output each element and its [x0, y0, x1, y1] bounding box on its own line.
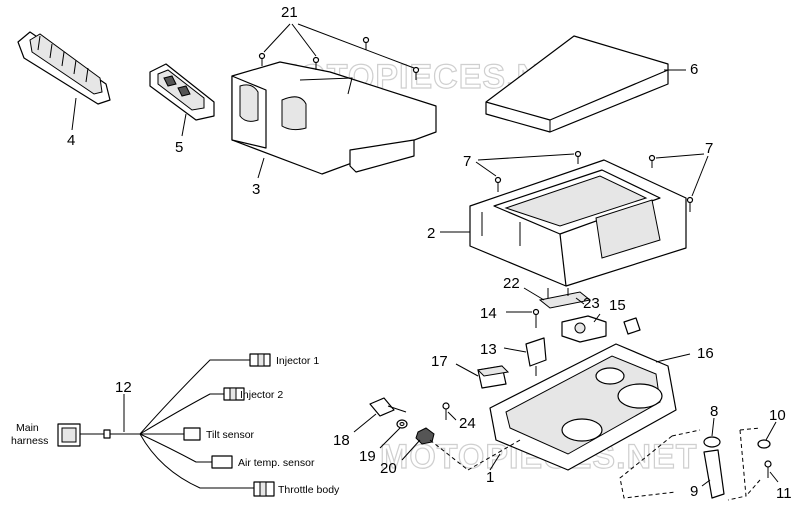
- duct-cap-part-5: [149, 63, 215, 121]
- sensor-part-13: [525, 337, 547, 376]
- part-number-19: 19: [359, 448, 376, 465]
- leader-8: [711, 417, 715, 437]
- part-number-7-right: 7: [705, 140, 713, 157]
- label-tilt-sensor: Tilt sensor: [206, 429, 255, 441]
- part-number-15: 15: [609, 297, 626, 314]
- clamp-part-8: [703, 436, 721, 448]
- leader-22: [523, 287, 545, 301]
- part-number-2: 2: [427, 225, 435, 242]
- leader-24: [447, 411, 457, 421]
- part-number-3: 3: [252, 181, 260, 198]
- part-number-7-left: 7: [463, 153, 471, 170]
- wiring-harness-part-12: [57, 353, 275, 497]
- part-number-17: 17: [431, 353, 448, 370]
- screw-part-14: [532, 308, 540, 328]
- leader-3: [257, 157, 265, 179]
- label-air-temp-sensor: Air temp. sensor: [238, 457, 315, 469]
- part-number-23: 23: [583, 295, 600, 312]
- leader-1: [489, 453, 501, 471]
- part-number-18: 18: [333, 432, 350, 449]
- clip-part-10: [757, 439, 771, 449]
- part-number-12: 12: [115, 379, 132, 396]
- part-number-9: 9: [690, 483, 698, 500]
- tray-part-16: [489, 317, 677, 471]
- leader-5: [181, 113, 187, 137]
- part-number-6: 6: [690, 61, 698, 78]
- leader-16: [655, 353, 691, 363]
- leader-19: [379, 427, 401, 449]
- airbox-cover-part-3: [231, 61, 437, 175]
- part-number-4: 4: [67, 132, 75, 149]
- assembly-dash-1: [429, 439, 469, 471]
- leader-11: [769, 471, 779, 483]
- airbox-body-part-2: [469, 159, 687, 287]
- part-number-24: 24: [459, 415, 476, 432]
- part-number-20: 20: [380, 460, 397, 477]
- washer-part-19: [396, 419, 408, 429]
- leaders-7: [475, 153, 709, 197]
- dash-clip: [739, 427, 761, 497]
- leader-15: [593, 313, 601, 323]
- screw-part-11: [764, 460, 772, 478]
- leader-18: [353, 413, 377, 433]
- part-number-11: 11: [776, 485, 792, 502]
- leader-17: [455, 363, 479, 377]
- bolt-part-18: [369, 397, 407, 417]
- label-injector-2: Injector 2: [240, 389, 283, 401]
- gasket-part-22: [538, 288, 592, 309]
- hose-part-9: [703, 449, 725, 499]
- part-number-1: 1: [486, 469, 494, 486]
- leader-4: [71, 97, 77, 131]
- leader-13: [503, 347, 527, 353]
- module-part-17: [476, 365, 510, 389]
- dash-hose-right: [727, 429, 747, 501]
- label-injector-1: Injector 1: [276, 355, 319, 367]
- label-main-harness-line1: Main: [16, 422, 39, 434]
- assembly-dash-2: [467, 439, 521, 471]
- screw-part-24: [442, 402, 450, 420]
- leaders-21: [263, 23, 415, 69]
- part-number-10: 10: [769, 407, 786, 424]
- part-number-5: 5: [175, 139, 183, 156]
- part-number-22: 22: [503, 275, 520, 292]
- label-throttle-body: Throttle body: [278, 484, 340, 496]
- leader-10: [765, 421, 777, 441]
- leader-23: [575, 297, 585, 305]
- part-number-8: 8: [710, 403, 718, 420]
- leader-9: [701, 479, 711, 487]
- screws-part-7: [494, 150, 694, 212]
- intake-grille-part-4: [17, 31, 111, 105]
- part-number-14: 14: [480, 305, 497, 322]
- filter-element-part-6: [485, 35, 669, 133]
- label-main-harness-line2: harness: [11, 435, 48, 447]
- dash-hose-left: [619, 429, 701, 499]
- part-number-16: 16: [697, 345, 714, 362]
- leader-20: [401, 439, 421, 461]
- sensor-bracket-part-15: [561, 315, 607, 343]
- part-number-13: 13: [480, 341, 497, 358]
- part-number-21: 21: [281, 4, 298, 21]
- screws-part-21: [258, 36, 420, 80]
